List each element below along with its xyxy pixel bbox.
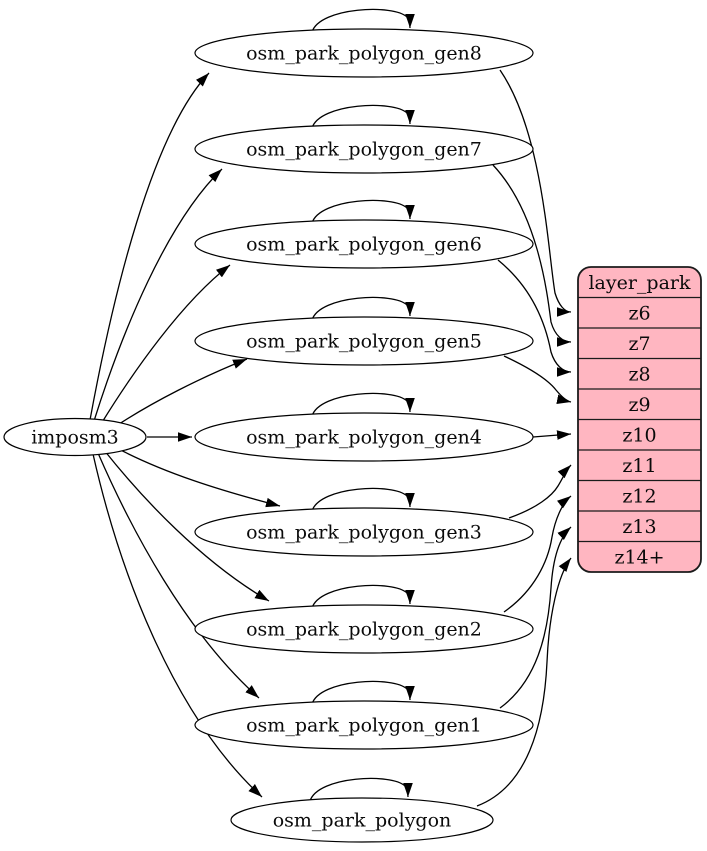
table-node-label: osm_park_polygon_gen4 — [246, 427, 482, 449]
table-node-label: osm_park_polygon_gen5 — [246, 331, 482, 353]
edge-imposm3-to-osm_park_polygon — [92, 453, 263, 798]
edge-imposm3-to-osm_park_polygon_gen3 — [112, 445, 281, 508]
table-node-label: osm_park_polygon_gen8 — [246, 43, 482, 65]
edge-osm_park_polygon-to-z14+ — [476, 557, 572, 807]
edge-imposm3-to-osm_park_polygon_gen5 — [112, 358, 248, 429]
table-node-ellipse-osm_park_polygon_gen7 — [194, 124, 534, 174]
edge-osm_park_polygon_gen1-to-z13 — [499, 526, 572, 709]
record-row-label: z9 — [628, 394, 650, 416]
table-node-ellipse-osm_park_polygon_gen4 — [194, 412, 534, 462]
record-row-label: z10 — [622, 424, 656, 446]
self-loop-osm_park_polygon_gen5 — [311, 296, 415, 321]
self-loop-osm_park_polygon_gen4 — [311, 392, 415, 417]
self-loop-osm_park_polygon_gen7 — [311, 104, 415, 129]
table-node-label: osm_park_polygon_gen1 — [246, 715, 482, 737]
table-node-ellipse-osm_park_polygon_gen1 — [194, 700, 534, 750]
edge-imposm3-to-osm_park_polygon_gen7 — [93, 168, 223, 422]
edge-imposm3-to-osm_park_polygon_gen1 — [97, 452, 260, 699]
table-node-label: osm_park_polygon_gen2 — [246, 619, 482, 641]
edge-osm_park_polygon_gen4-to-z10 — [532, 430, 572, 440]
edge-imposm3-to-osm_park_polygon_gen8 — [89, 72, 210, 421]
table-node-label: osm_park_polygon_gen3 — [246, 522, 482, 544]
table-node-ellipse-osm_park_polygon_gen5 — [194, 316, 534, 366]
record-row-label: z12 — [622, 485, 656, 507]
record-row-label: z8 — [628, 363, 650, 385]
table-node-label: osm_park_polygon_gen7 — [246, 139, 482, 161]
table-node-label: osm_park_polygon — [273, 810, 452, 832]
edge-osm_park_polygon_gen5-to-z9 — [503, 355, 572, 404]
edge-osm_park_polygon_gen7-to-z7 — [492, 164, 572, 347]
self-loop-osm_park_polygon_gen1 — [311, 680, 415, 705]
edge-imposm3-to-osm_park_polygon_gen2 — [103, 449, 270, 602]
edge-osm_park_polygon_gen2-to-z12 — [503, 495, 572, 613]
self-loop-osm_park_polygon_gen2 — [311, 584, 415, 609]
record-row-label: z13 — [622, 516, 656, 538]
self-loop-osm_park_polygon_gen6 — [311, 199, 415, 224]
edge-osm_park_polygon_gen3-to-z11 — [508, 464, 572, 519]
edge-osm_park_polygon_gen6-to-z8 — [497, 259, 572, 377]
table-node-label: osm_park_polygon_gen6 — [246, 234, 482, 256]
table-node-ellipse-osm_park_polygon — [230, 797, 494, 843]
self-loop-osm_park_polygon_gen3 — [311, 487, 415, 512]
source-node-label: imposm3 — [31, 427, 119, 449]
record-title: layer_park — [588, 272, 691, 294]
table-node-ellipse-osm_park_polygon_gen2 — [194, 604, 534, 654]
self-loop-osm_park_polygon_gen8 — [311, 8, 415, 33]
record-node: layer_park z6 z7 z8 z9 z10 z11 z12 z13 z14+ — [577, 266, 702, 573]
table-node-ellipse-osm_park_polygon_gen3 — [194, 507, 534, 557]
self-loop-osm_park_polygon — [309, 777, 413, 802]
source-node-ellipse — [3, 417, 147, 457]
edge-osm_park_polygon_gen8-to-z6 — [499, 69, 572, 317]
edge-imposm3-to-osm_park_polygon_gen6 — [100, 264, 231, 425]
record-row-label: z14+ — [614, 546, 664, 568]
record-row-label: z6 — [628, 302, 650, 324]
table-node-ellipse-osm_park_polygon_gen6 — [194, 219, 534, 269]
record-row-label: z7 — [628, 333, 650, 355]
record-row-label: z11 — [622, 455, 656, 477]
table-node-ellipse-osm_park_polygon_gen8 — [194, 28, 534, 78]
